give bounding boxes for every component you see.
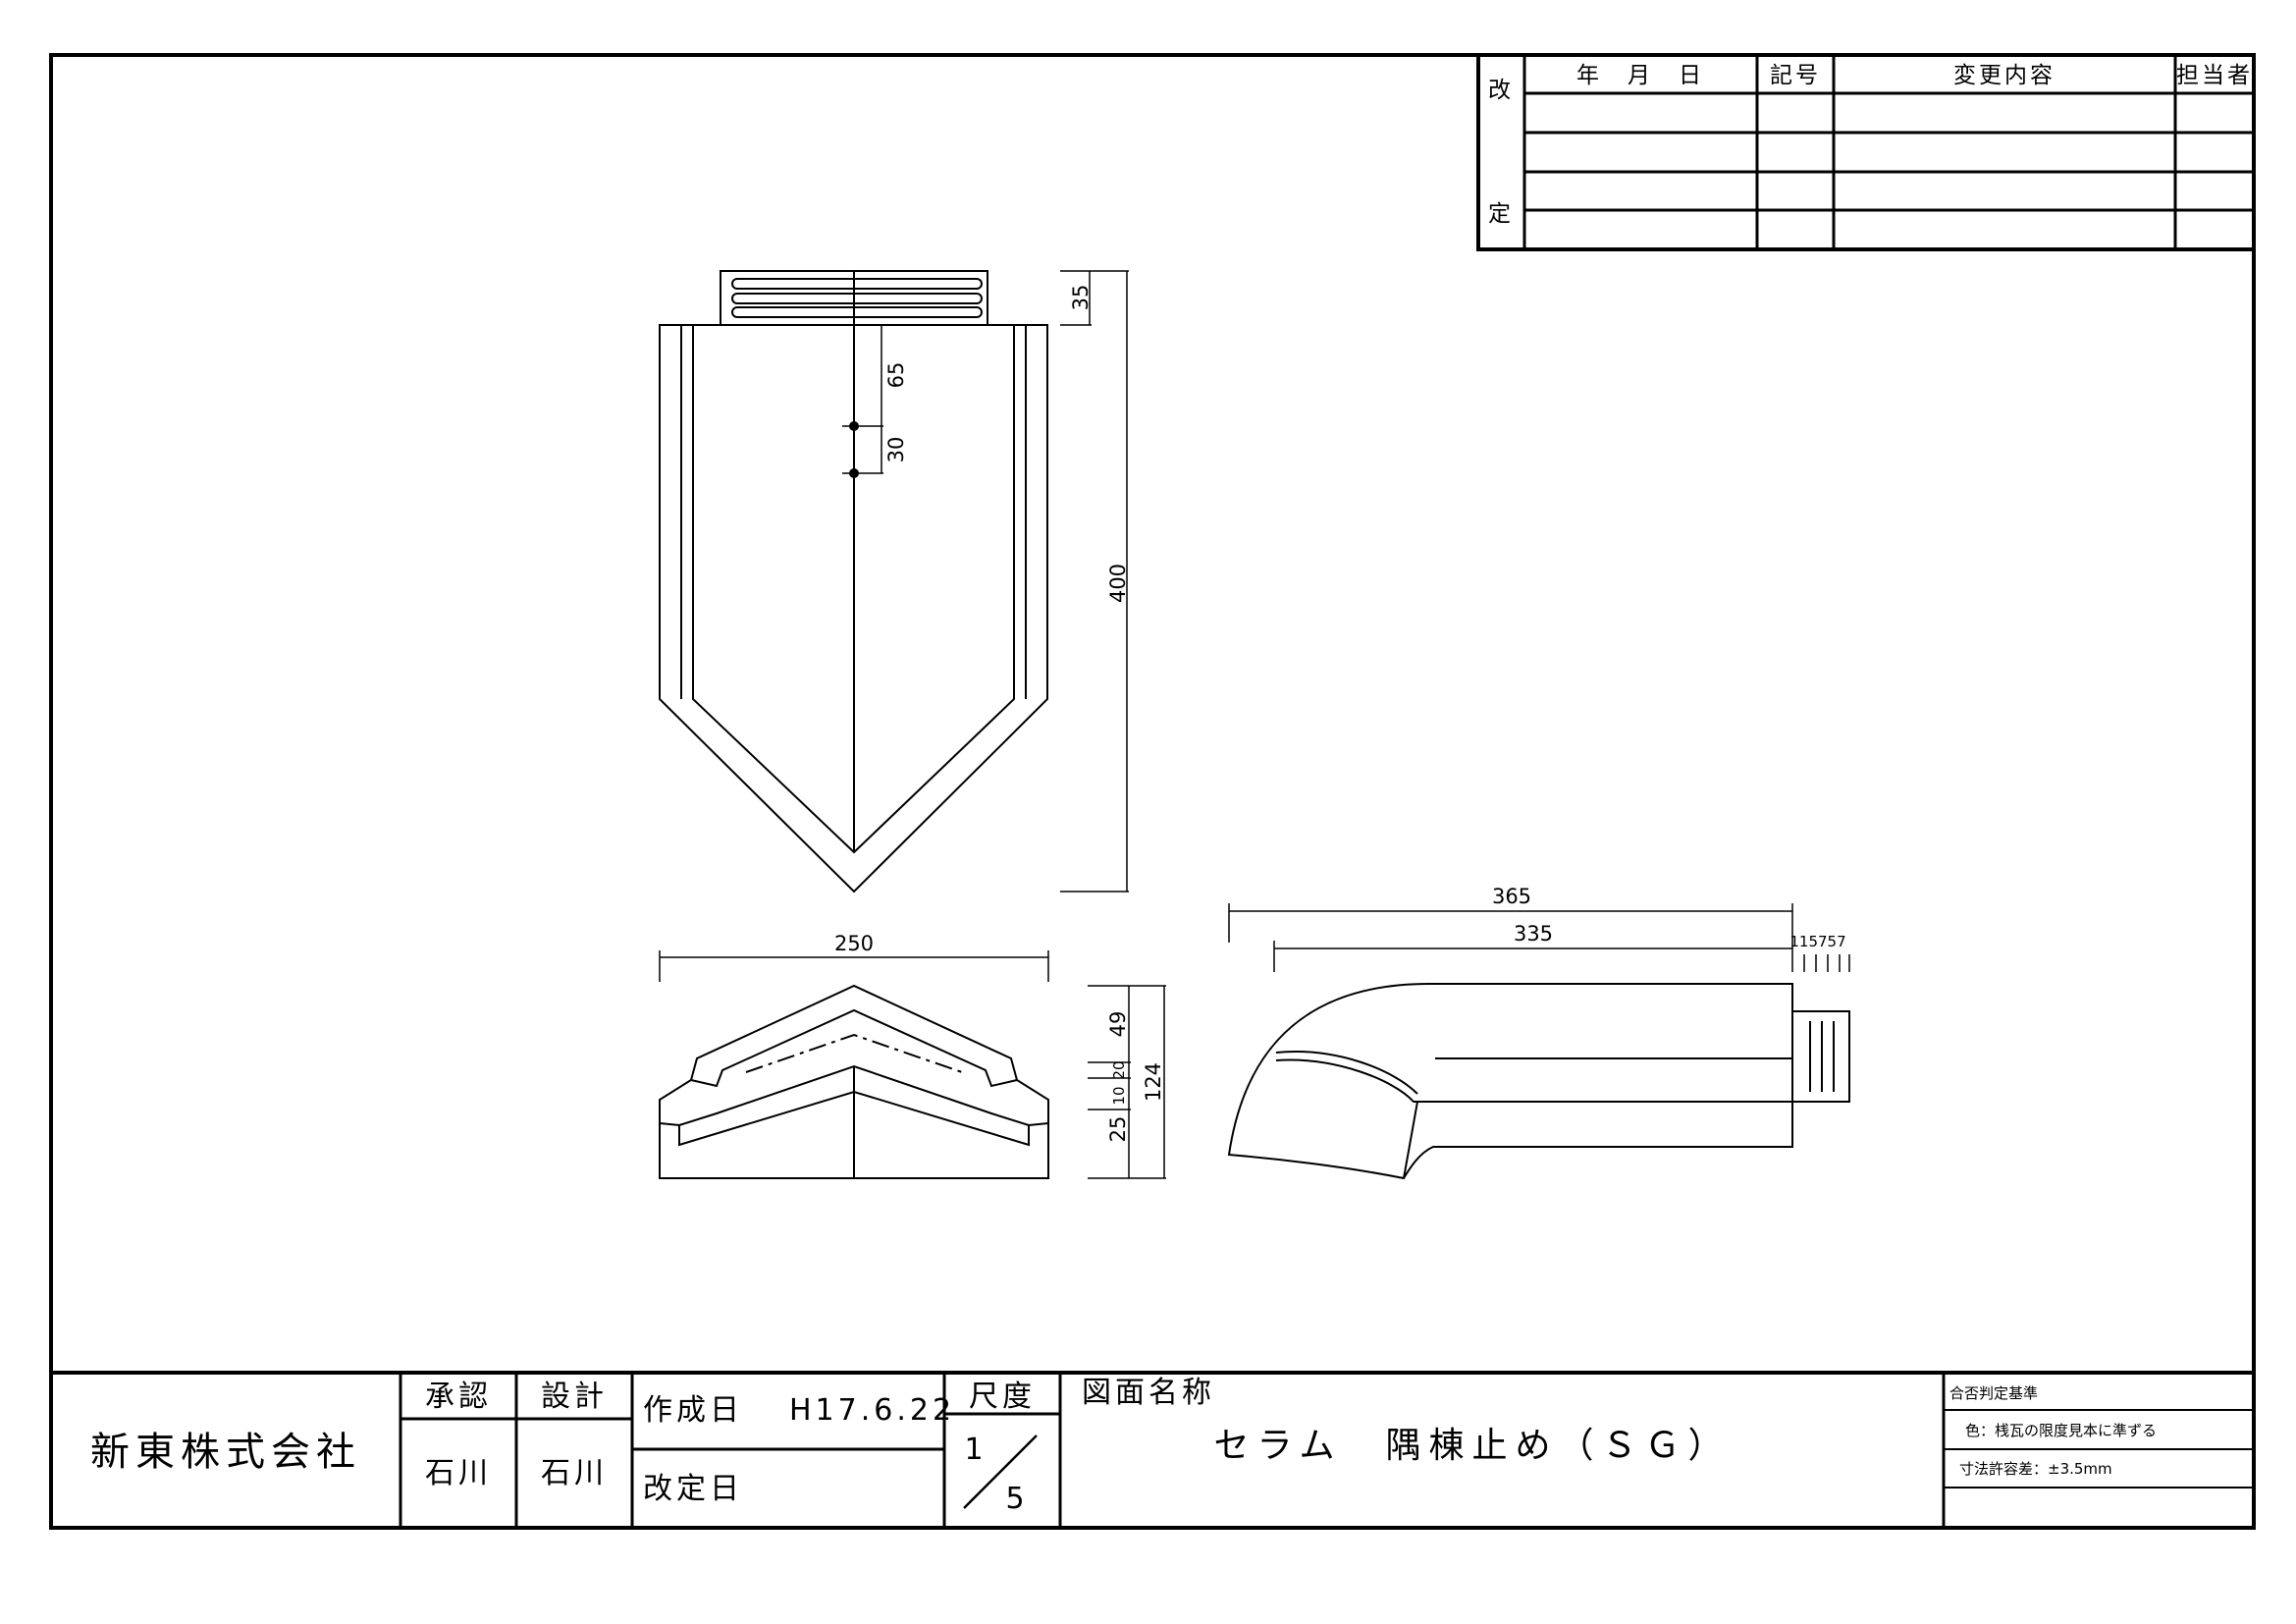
drawing-name: セラム 隅棟止め（ＳＧ） [1214, 1426, 1732, 1466]
dim-body-335: 335 [1514, 922, 1553, 946]
dim-upper-49: 49 [1106, 1011, 1130, 1038]
dim-mid-20: 20 [1110, 1060, 1128, 1079]
dim-mid-10: 10 [1110, 1086, 1128, 1105]
created-date: H17.6.22 [789, 1393, 955, 1428]
dim-overall-365: 365 [1492, 885, 1531, 908]
dim-lower-25: 25 [1106, 1116, 1130, 1143]
dim-tab: 35 [1069, 285, 1093, 311]
criteria-color: 色：桟瓦の限度見本に準ずる [1965, 1422, 2157, 1439]
revision-header-person: 担当者 [2176, 63, 2253, 88]
front-view [659, 950, 1166, 1179]
dim-width-250: 250 [834, 932, 874, 955]
dim-height-400: 400 [1106, 564, 1130, 603]
dim-slot-a: 65 [884, 362, 908, 389]
revision-side-label-top: 改 [1488, 78, 1514, 103]
top-view [659, 270, 1129, 893]
revision-header-mark: 記号 [1770, 63, 1821, 88]
side-view [1227, 903, 1850, 1180]
revision-side-label-bottom: 定 [1488, 201, 1514, 227]
created-label: 作成日 [643, 1393, 743, 1428]
company-name: 新東株式会社 [90, 1430, 361, 1475]
design-label: 設計 [541, 1380, 608, 1414]
dim-height-124: 124 [1142, 1062, 1165, 1102]
criteria-tolerance: 寸法許容差：±3.5mm [1959, 1460, 2112, 1478]
approve-label: 承認 [425, 1380, 492, 1414]
drawing-name-label: 図面名称 [1082, 1376, 1215, 1410]
scale-denominator: 5 [1005, 1482, 1028, 1516]
revision-header-date: 年 月 日 [1576, 63, 1704, 88]
scale-numerator: 1 [964, 1433, 987, 1467]
sheet-border [49, 53, 2256, 1530]
revision-header-content: 変更内容 [1953, 63, 2056, 88]
revised-label: 改定日 [643, 1472, 743, 1506]
criteria-title: 合否判定基準 [1949, 1384, 2038, 1402]
dim-ribs: 115757 [1789, 933, 1845, 950]
title-block-grid [51, 1371, 2254, 1528]
designer-name: 石川 [541, 1456, 608, 1490]
revision-table [1476, 55, 2254, 251]
approver-name: 石川 [425, 1456, 492, 1490]
dim-slot-b: 30 [884, 437, 908, 463]
scale-label: 尺度 [969, 1380, 1036, 1414]
